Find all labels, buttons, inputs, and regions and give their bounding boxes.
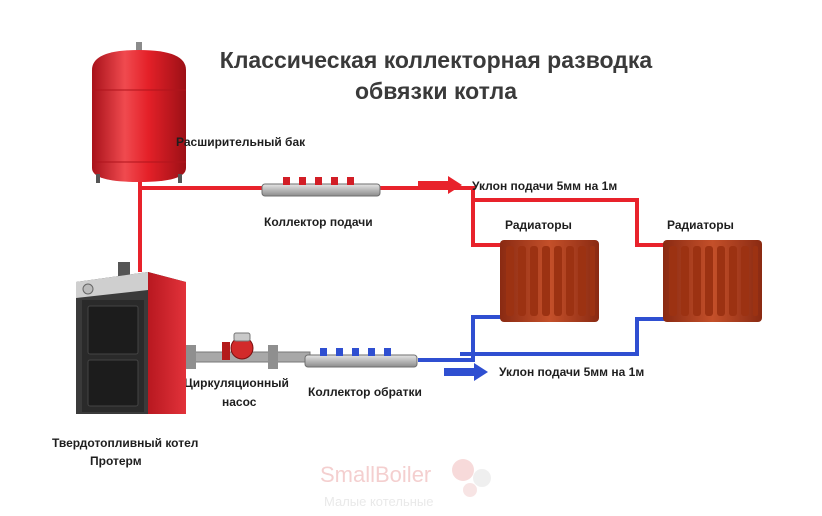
- expansion-tank: [92, 42, 186, 183]
- return-manifold-label: Коллектор обратки: [308, 385, 422, 399]
- return-direction-arrow: [444, 363, 488, 381]
- return-branch-pipe: [460, 317, 668, 356]
- title-line-1: Классическая коллекторная разводка: [220, 47, 653, 73]
- watermark-brand: SmallBoiler: [320, 462, 431, 487]
- expansion-tank-label: Расширительный бак: [176, 135, 306, 149]
- radiator-1: [500, 240, 599, 322]
- supply-slope-label: Уклон подачи 5мм на 1м: [472, 179, 617, 193]
- return-main-pipe: [418, 315, 505, 362]
- boiler-label-line-1: Твердотопливный котел: [52, 436, 198, 450]
- boiler-label-line-2: Протерм: [90, 454, 142, 468]
- return-slope-label: Уклон подачи 5мм на 1м: [499, 365, 644, 379]
- title-line-2: обвязки котла: [355, 78, 517, 104]
- return-manifold: [304, 348, 418, 368]
- return-pipes: [418, 315, 668, 362]
- supply-direction-arrow: [418, 176, 462, 194]
- radiators-1-label: Радиаторы: [505, 218, 572, 232]
- pump-label-line-2: насос: [222, 395, 257, 409]
- supply-manifold-label: Коллектор подачи: [264, 215, 373, 229]
- circulation-pump: [186, 332, 278, 369]
- watermark-logo-icon: [452, 459, 491, 497]
- radiator-2: [663, 240, 762, 322]
- radiators-2-label: Радиаторы: [667, 218, 734, 232]
- pump-label-line-1: Циркуляционный: [184, 376, 289, 390]
- watermark-tagline: Малые котельные: [324, 494, 433, 509]
- supply-branch-pipe: [473, 198, 668, 247]
- watermark: SmallBoiler Малые котельные: [320, 459, 491, 509]
- supply-manifold: [261, 177, 381, 197]
- solid-fuel-boiler: [76, 262, 186, 414]
